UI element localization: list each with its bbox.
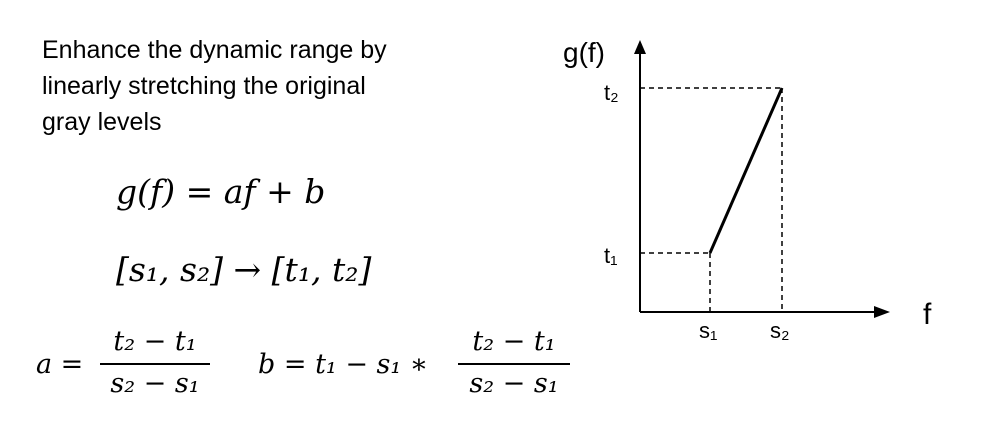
y-axis-label: g(f) xyxy=(563,37,605,68)
intro-line-3: gray levels xyxy=(42,108,162,136)
range-mapping-equation: [s₁, s₂] → [t₁, t₂] xyxy=(116,250,372,289)
intro-text: Enhance the dynamic range by linearly st… xyxy=(42,32,387,140)
b-formula-lhs: b = t₁ − s₁ ∗ xyxy=(258,349,429,380)
intro-line-1: Enhance the dynamic range by xyxy=(42,36,387,64)
a-formula-lhs: a = xyxy=(36,349,84,380)
b-fraction-bar xyxy=(458,363,570,365)
a-denominator: s₂ − s₁ xyxy=(110,368,200,399)
intro-line-2: linearly stretching the original xyxy=(42,72,366,100)
a-fraction-bar xyxy=(100,363,210,365)
y-axis-arrowhead xyxy=(634,40,646,54)
b-denominator: s₂ − s₁ xyxy=(469,368,559,399)
t2-tick-label: t₂ xyxy=(604,80,619,105)
a-numerator: t₂ − t₁ xyxy=(113,326,197,357)
a-formula-fraction: t₂ − t₁ s₂ − s₁ xyxy=(100,326,210,406)
linear-mapping-equation: g(f) = af + b xyxy=(116,172,326,211)
t1-tick-label: t₁ xyxy=(604,243,618,268)
s2-tick-label: s₂ xyxy=(770,318,790,343)
b-formula-fraction: t₂ − t₁ s₂ − s₁ xyxy=(458,326,570,406)
x-axis-label: f xyxy=(923,298,932,331)
b-numerator: t₂ − t₁ xyxy=(472,326,556,357)
mapping-line xyxy=(708,87,784,254)
x-axis-arrowhead xyxy=(874,306,890,318)
s1-tick-label: s₁ xyxy=(699,318,717,343)
